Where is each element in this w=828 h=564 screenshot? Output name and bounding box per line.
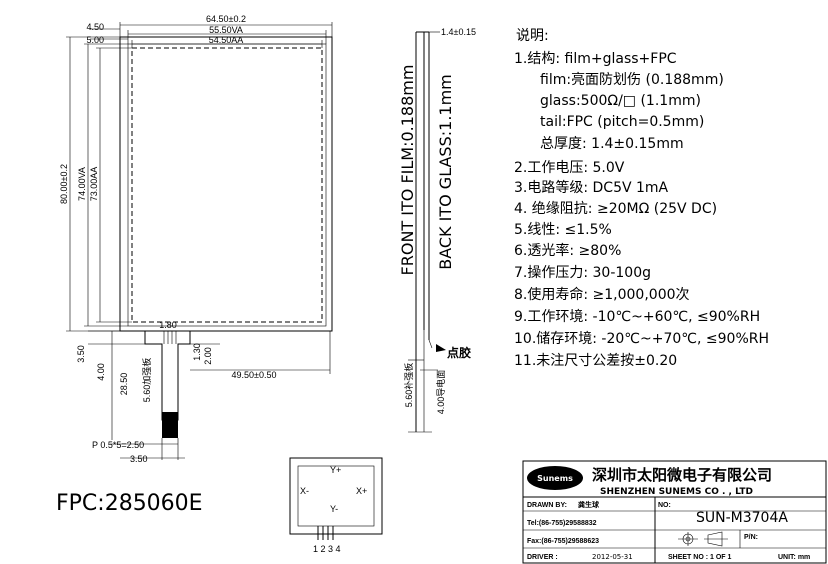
glue-arrow xyxy=(436,344,446,352)
view-area-outline xyxy=(127,43,327,327)
dim-54-50: 54.50AA xyxy=(209,35,244,45)
pin-x-plus: X+ xyxy=(356,486,367,496)
pn-label: P/N: xyxy=(744,534,758,541)
dim-49-50: 49.50±0.50 xyxy=(232,370,277,380)
note-line-12: 8.使用寿命: ≥1,000,000次 xyxy=(514,286,690,303)
driver-label: DRIVER : xyxy=(527,554,558,561)
drawn-by-label: DRAWN BY: xyxy=(527,502,567,509)
dim-28-50: 28.50 xyxy=(119,373,129,396)
part-number: SUN-M3704A xyxy=(696,510,788,526)
note-line-1: 1.结构: film+glass+FPC xyxy=(514,51,677,67)
note-line-6: 2.工作电压: 5.0V xyxy=(514,160,625,176)
projection-symbol xyxy=(678,531,728,547)
note-line-15: 11.未注尺寸公差按±0.20 xyxy=(514,353,677,369)
note-line-3: glass:500Ω/□ (1.1mm) xyxy=(540,93,701,109)
panel-outline xyxy=(119,36,333,332)
note-line-8: 4. 绝缘阻抗: ≥20MΩ (25V DC) xyxy=(514,201,717,217)
dim-1-30: 1.30 xyxy=(192,343,202,361)
drawing-date: 2012-05-31 xyxy=(592,553,633,561)
company-name-en: SHENZHEN SUNEMS CO . , LTD xyxy=(600,487,753,497)
pin-numbers: 1 2 3 4 xyxy=(313,544,341,554)
dim-pitch: P 0.5*5=2.50 xyxy=(92,440,144,450)
drawn-by-name: 龚生球 xyxy=(578,500,600,509)
note-line-5: 总厚度: 1.4±0.15mm xyxy=(540,136,684,152)
no-label: NO: xyxy=(658,502,671,509)
pin-y-minus: Y- xyxy=(330,504,338,514)
stiffener-block xyxy=(162,412,178,438)
dim-3-50-b: 3.50 xyxy=(130,454,148,464)
tel-number: Tel:(86-755)29588832 xyxy=(527,520,597,527)
dim-74-00: 74.00VA xyxy=(77,167,87,201)
dim-55-50: 55.50VA xyxy=(209,25,243,35)
dim-3-50: 3.50 xyxy=(76,345,86,363)
note-line-14: 10.储存环境: -20℃~+70℃, ≤90%RH xyxy=(514,331,769,347)
note-line-13: 9.工作环境: -10℃~+60℃, ≤90%RH xyxy=(514,309,760,325)
pinout-diagram xyxy=(289,457,383,540)
dim-5-00: 5.00 xyxy=(86,35,104,45)
side-view xyxy=(408,31,446,433)
fax-number: Fax:(86-755)29588623 xyxy=(527,538,599,545)
dim-64-50: 64.50±0.2 xyxy=(206,14,246,24)
glue-label: 点胶 xyxy=(447,345,471,360)
notes-title: 说明: xyxy=(516,28,549,44)
dim-5-60-side: 5.60补强板 xyxy=(403,363,414,408)
dim-1-4: 1.4±0.15 xyxy=(441,27,476,37)
back-ito-label: BACK ITO GLASS:1.1mm xyxy=(436,74,455,270)
fpc-tail xyxy=(88,330,331,460)
dim-4-00-side: 4.00导电面 xyxy=(435,370,446,415)
dim-4-50: 4.50 xyxy=(86,22,104,32)
note-line-2: film:亮面防划伤 (0.188mm) xyxy=(540,71,724,88)
note-line-9: 5.线性: ≤1.5% xyxy=(514,222,612,238)
dim-5-60: 5.60加强板 xyxy=(141,358,152,403)
pin-x-minus: X- xyxy=(300,486,309,496)
dim-73-00: 73.00AA xyxy=(89,167,99,202)
dim-80-00: 80.00±0.2 xyxy=(59,164,69,204)
dim-4-00: 4.00 xyxy=(96,363,106,381)
note-line-7: 3.电路等级: DC5V 1mA xyxy=(514,179,669,196)
front-ito-label: FRONT ITO FILM:0.188mm xyxy=(398,65,417,276)
note-line-4: tail:FPC (pitch=0.5mm) xyxy=(540,114,704,130)
logo-text: Sunems xyxy=(537,474,573,483)
sheet-number: SHEET NO : 1 OF 1 xyxy=(668,554,732,561)
fpc-code: FPC:285060E xyxy=(56,491,203,516)
company-logo xyxy=(527,466,583,490)
dim-2-00: 2.00 xyxy=(203,347,213,365)
note-line-10: 6.透光率: ≥80% xyxy=(514,242,621,259)
active-area-outline xyxy=(131,47,323,323)
dim-1-80: 1.80 xyxy=(159,320,177,330)
front-view xyxy=(66,22,333,460)
title-block xyxy=(522,460,827,564)
note-line-11: 7.操作压力: 30-100g xyxy=(514,265,651,281)
pin-y-plus: Y+ xyxy=(330,465,341,475)
unit-label: UNIT: mm xyxy=(778,554,810,561)
company-name-cn: 深圳市太阳微电子有限公司 xyxy=(592,466,772,484)
